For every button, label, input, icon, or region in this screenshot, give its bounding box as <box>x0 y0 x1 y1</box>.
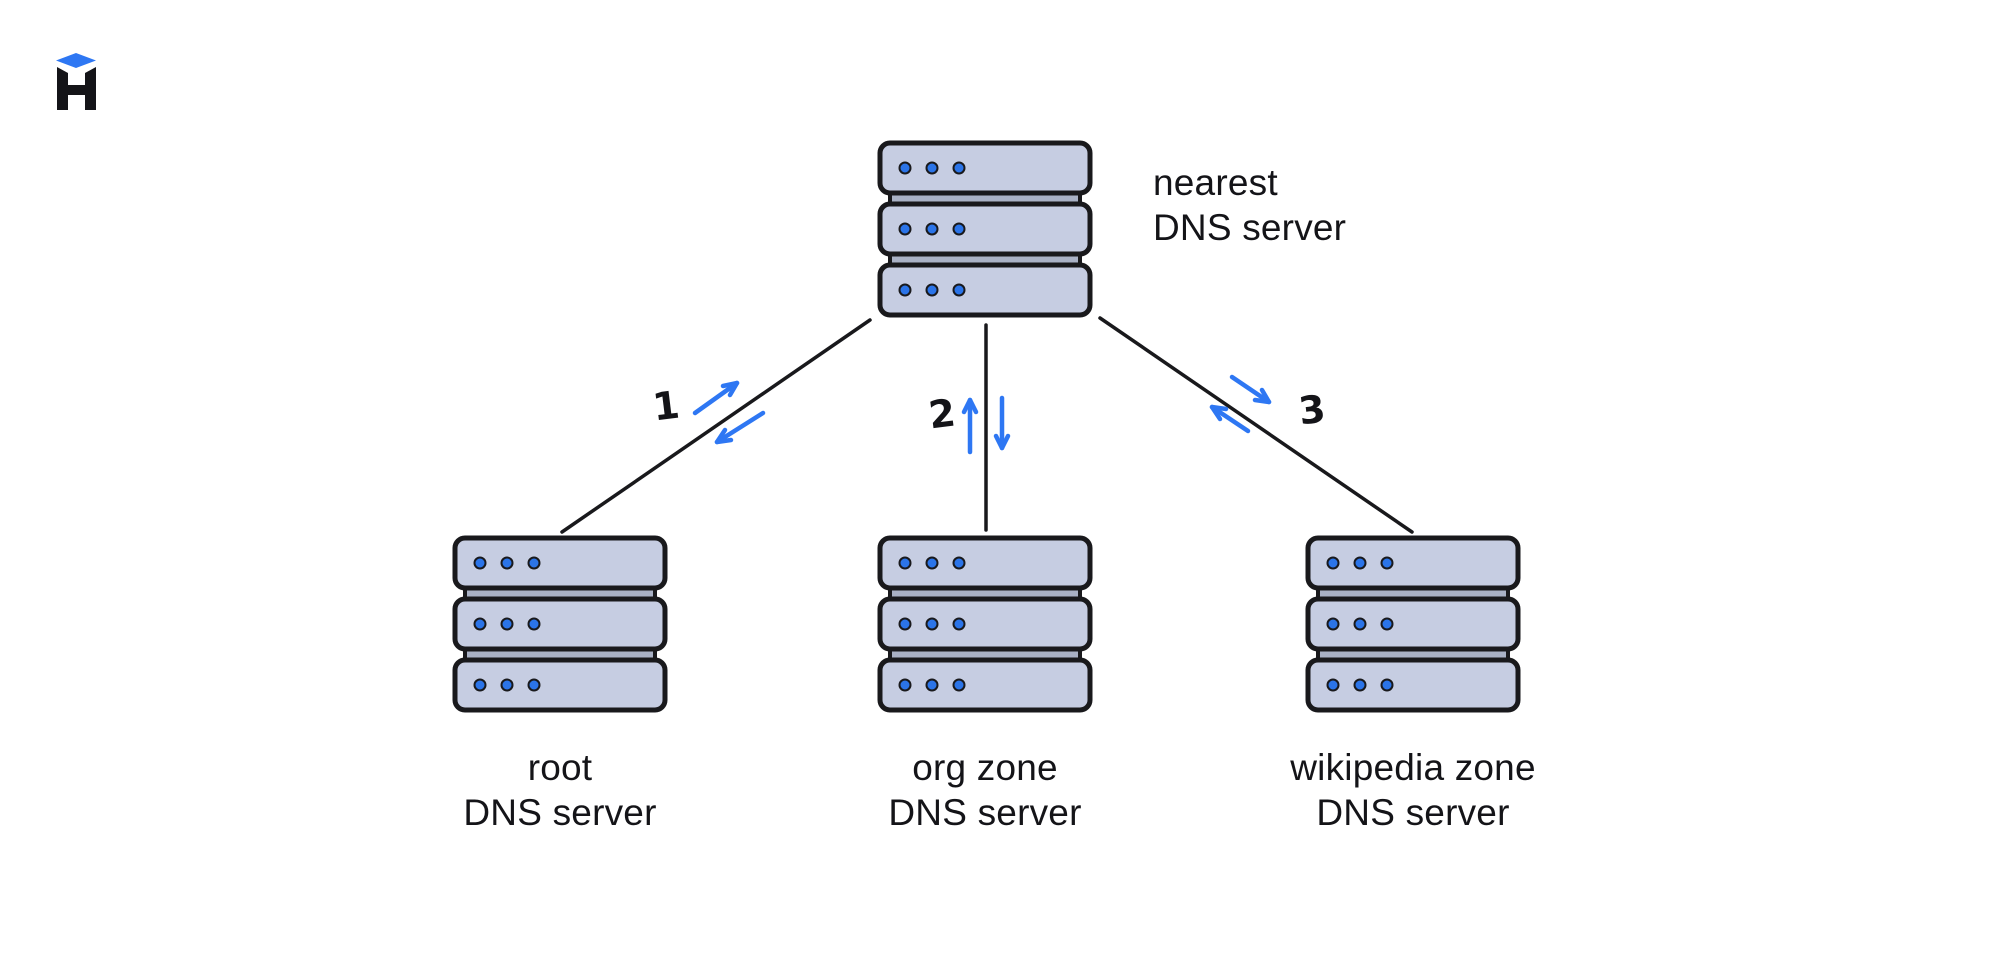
label-line: root <box>527 747 593 788</box>
label-nearest-dns: nearest DNS server <box>1153 160 1346 250</box>
label-org-dns: org zone DNS server <box>877 745 1093 835</box>
link-nearest-root <box>560 318 872 534</box>
server-stack-icon-org <box>877 535 1093 713</box>
bidirectional-arrows-3 <box>1209 374 1272 434</box>
server-stack-icon-root <box>452 535 668 713</box>
label-line: wikipedia zone <box>1290 747 1536 788</box>
server-stack-icon-wikipedia <box>1305 535 1521 713</box>
step-number-2: 2 <box>926 390 958 438</box>
label-root-dns: root DNS server <box>452 745 668 835</box>
label-line: nearest <box>1153 162 1278 203</box>
bidirectional-arrows-1 <box>692 380 766 445</box>
bidirectional-arrows-2 <box>961 395 1011 455</box>
link-nearest-wikipedia <box>1098 316 1414 534</box>
label-line: DNS server <box>1316 792 1510 833</box>
label-line: DNS server <box>888 792 1082 833</box>
hyperskill-logo-icon <box>56 53 96 110</box>
step-number-3: 3 <box>1296 386 1328 434</box>
label-line: DNS server <box>1153 207 1347 248</box>
server-stack-icon-nearest <box>877 140 1093 318</box>
step-number-1: 1 <box>650 382 682 430</box>
label-line: org zone <box>912 747 1058 788</box>
label-wikipedia-dns: wikipedia zone DNS server <box>1265 745 1561 835</box>
label-line: DNS server <box>463 792 657 833</box>
